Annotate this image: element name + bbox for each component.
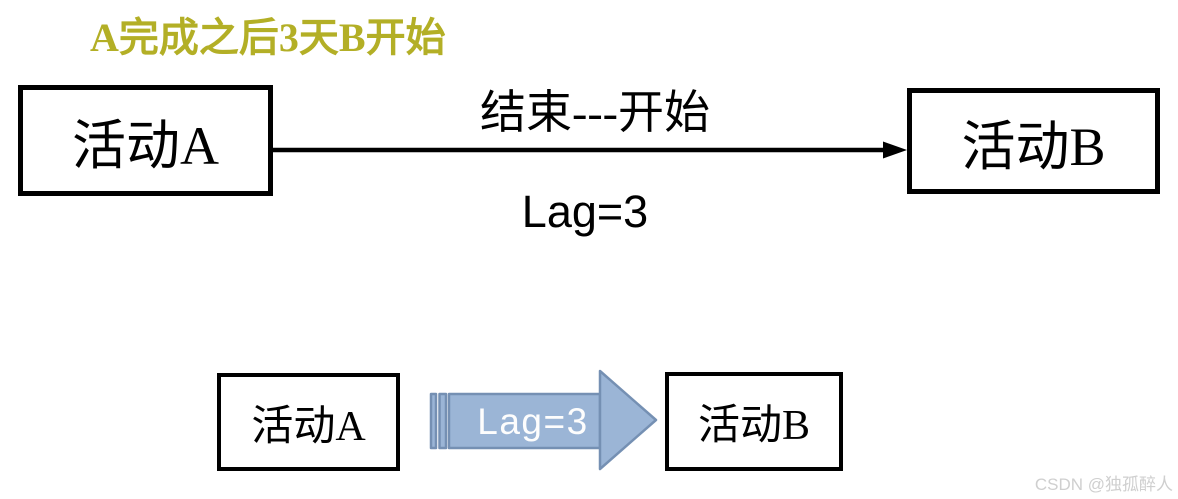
relation-type-label: 结束---开始 (480, 87, 710, 138)
activity-b-box-top: 活动B (907, 88, 1160, 194)
arrow-stripe-bar-1 (429, 392, 438, 450)
activity-b-box-bottom: 活动B (665, 372, 843, 471)
arrowhead-icon (598, 369, 658, 471)
lag-arrow-label: Lag=3 (477, 401, 588, 442)
connector-arrowhead-icon (883, 141, 907, 159)
arrow-body (447, 392, 602, 450)
arrow-stripe-bar-2 (438, 392, 448, 450)
watermark: CSDN @独孤醉人 (1034, 475, 1173, 494)
activity-a-box-bottom: 活动A (217, 373, 400, 471)
striped-arrow-shape (429, 369, 658, 471)
activity-a-label-bottom: 活动A (251, 403, 366, 450)
fs-connector (273, 141, 907, 159)
activity-a-box-top: 活动A (18, 85, 273, 196)
activity-a-label-top: 活动A (72, 116, 219, 176)
striped-lag-arrow: Lag=3 (429, 369, 658, 471)
diagram-title: A完成之后3天B开始 (90, 15, 446, 60)
activity-b-label-top: 活动B (961, 116, 1106, 177)
lag-value-label: Lag=3 (521, 186, 649, 237)
activity-b-label-bottom: 活动B (697, 403, 810, 449)
